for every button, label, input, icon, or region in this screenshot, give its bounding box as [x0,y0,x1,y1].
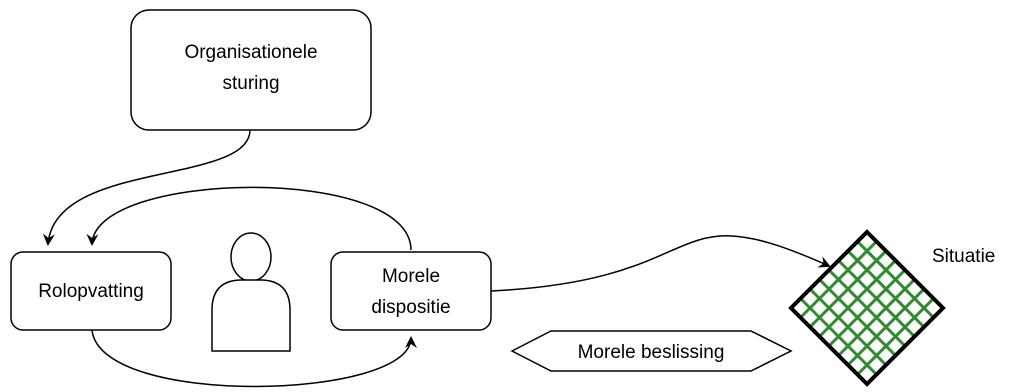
situation-grid-line [837,259,916,338]
node-situation [788,229,946,387]
role-conception-label: Rolopvatting [38,281,144,302]
moral-disposition-line1: Morele [382,266,440,287]
node-role-conception: Rolopvatting [10,251,172,331]
node-moral-decision: Morele beslissing [510,330,793,372]
organisational-steering-line2: sturing [222,73,279,94]
node-organisational-steering: Organisationele sturing [130,9,372,131]
organisational-steering-line1: Organisationele [184,42,317,63]
situation-grid-line [846,287,926,367]
situation-grid-line [827,268,907,348]
edge-steering-to-role [42,129,251,246]
situation-grid-line [856,297,935,376]
situation-label: Situatie [932,246,995,267]
edge-disposition-to-role [86,186,412,251]
moral-disposition-line2: dispositie [371,297,450,318]
edge-role-to-disposition [91,329,417,388]
person-icon [211,232,291,352]
situation-grid [799,240,935,376]
situation-grid-line [856,240,935,319]
situation-grid-line [837,278,916,357]
moral-decision-label: Morele beslissing [578,342,725,363]
node-moral-disposition: Morele dispositie [330,251,492,331]
situation-grid-line [846,249,926,329]
edge-disposition-to-situation [490,235,831,292]
